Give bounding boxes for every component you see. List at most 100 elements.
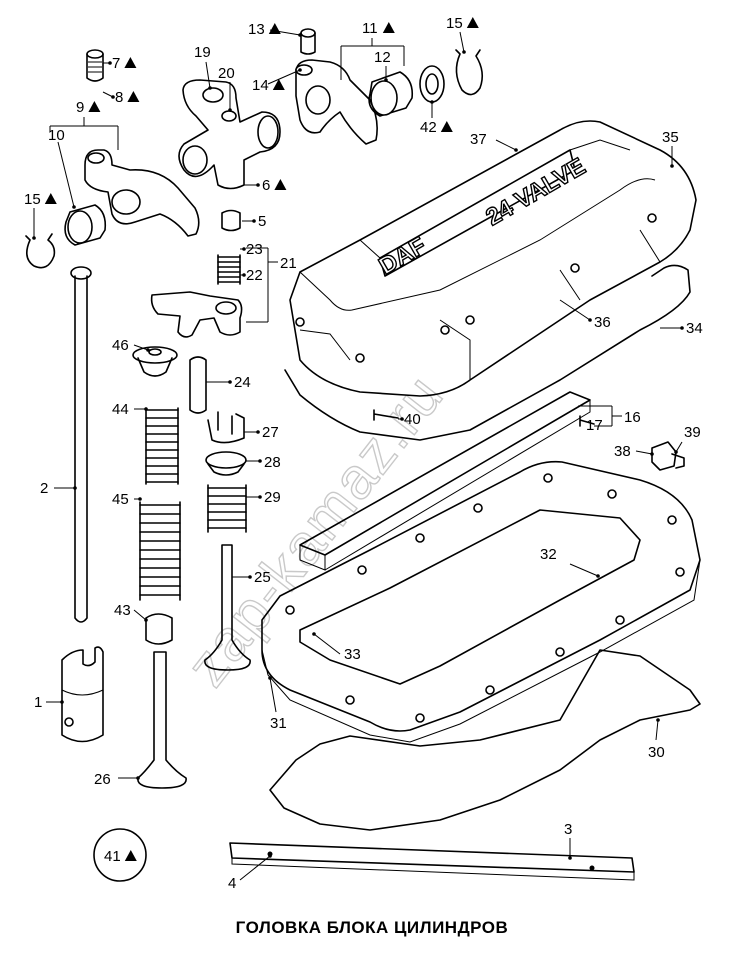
callout-dot-12 — [384, 78, 388, 82]
callout-leader-14 — [267, 69, 301, 85]
valve-cover-gasket-part — [284, 264, 691, 441]
callout-dot-34 — [680, 326, 684, 330]
rocker-shaft-pedestal-part — [178, 79, 281, 190]
callout-dot-3 — [568, 856, 572, 860]
exhaust-valve-spring-part — [207, 484, 247, 533]
cylinder-head-frame-part — [261, 460, 701, 743]
callout-dot-22 — [242, 273, 246, 277]
callout-label-28: 28 — [264, 454, 281, 471]
callout-dot-23 — [242, 247, 246, 251]
callout-dot-26 — [136, 776, 140, 780]
callout-dot-20 — [228, 108, 232, 112]
callout-leader-37 — [495, 139, 517, 151]
callout-dot-30 — [656, 718, 660, 722]
triangle-marker-icon — [466, 17, 479, 28]
callout-label-5: 5 — [258, 213, 266, 230]
callout-dot-1 — [60, 700, 64, 704]
head-strip-part — [229, 842, 635, 881]
callout-dot-36 — [588, 318, 592, 322]
callout-labels: 1234567891011121314151516171920212223242… — [24, 15, 703, 892]
callout-leader-33 — [313, 633, 341, 655]
callout-label-6: 6 — [262, 177, 270, 194]
outer-valve-spring-part — [139, 501, 181, 601]
callout-leader-43 — [133, 609, 147, 621]
callout-dot-29 — [258, 495, 262, 499]
callout-label-35: 35 — [662, 129, 679, 146]
callout-label-20: 20 — [218, 65, 235, 82]
callout-label-33: 33 — [344, 646, 361, 663]
callout-leader-46 — [133, 344, 149, 351]
callout-leader-15b — [459, 31, 465, 53]
callout-dot-31 — [268, 676, 272, 680]
tappet-part — [61, 646, 104, 743]
callout-label-37: 37 — [470, 131, 487, 148]
callout-label-17: 17 — [586, 417, 603, 434]
callout-dot-44 — [144, 407, 148, 411]
reference-circle — [93, 828, 147, 882]
triangle-marker-icon — [127, 91, 140, 102]
callout-dot-25 — [248, 575, 252, 579]
callout-label-1: 1 — [34, 694, 42, 711]
callout-dot-32 — [596, 574, 600, 578]
callout-dot-43 — [144, 618, 148, 622]
callout-label-24: 24 — [234, 374, 251, 391]
exhaust-valve-part — [204, 544, 251, 671]
triangle-marker-icon — [44, 193, 57, 204]
callout-label-29: 29 — [264, 489, 281, 506]
callout-label-13: 13 — [248, 21, 265, 38]
rocker-arm-left-part — [84, 149, 200, 237]
triangle-marker-icon — [88, 101, 101, 112]
rocker-bushing-left-part — [64, 204, 107, 246]
callout-dot-46 — [146, 348, 150, 352]
callout-leader-19 — [205, 61, 211, 89]
inner-valve-spring-part — [145, 407, 179, 485]
callout-label-43: 43 — [114, 602, 131, 619]
callout-dot-28 — [258, 459, 262, 463]
callout-leader-30 — [655, 719, 659, 741]
callout-dot-40 — [400, 417, 404, 421]
diagram-caption: ГОЛОВКА БЛОКА ЦИЛИНДРОВ — [235, 918, 509, 937]
callout-label-39: 39 — [684, 424, 701, 441]
callout-dot-4 — [268, 854, 272, 858]
callout-label-21: 21 — [280, 255, 297, 272]
guide-pin-part — [189, 356, 207, 414]
valve-collets-part — [207, 411, 245, 444]
callout-label-14: 14 — [252, 77, 269, 94]
callout-label-27: 27 — [262, 424, 279, 441]
callout-leader-4 — [239, 855, 271, 881]
callout-dot-13 — [298, 33, 302, 37]
callout-label-38: 38 — [614, 443, 631, 460]
triangle-marker-icon — [274, 179, 287, 190]
triangle-marker-icon — [124, 57, 137, 68]
callout-label-15b: 15 — [446, 15, 463, 32]
callout-dot-39 — [674, 450, 678, 454]
rocker-bushing-right-part — [368, 71, 414, 117]
callout-label-26: 26 — [94, 771, 111, 788]
callout-label-3: 3 — [564, 821, 572, 838]
cover-screw-part — [373, 409, 399, 421]
callout-dot-24 — [228, 380, 232, 384]
callout-label-9: 9 — [76, 99, 84, 116]
callout-label-15a: 15 — [24, 191, 41, 208]
triangle-marker-icon — [382, 22, 395, 33]
callout-label-36: 36 — [594, 314, 611, 331]
valve-bridge-part — [150, 291, 243, 338]
callout-label-10: 10 — [48, 127, 65, 144]
callout-dot-14 — [298, 68, 302, 72]
callout-dot-10 — [72, 205, 76, 209]
small-spring-part — [217, 254, 241, 285]
callout-leader-39 — [675, 441, 683, 453]
triangle-marker-icon — [272, 79, 285, 90]
gasket-strip-part — [299, 391, 591, 571]
callout-dot-42 — [430, 100, 434, 104]
callout-label-19: 19 — [194, 44, 211, 61]
callout-label-40: 40 — [404, 411, 421, 428]
callout-label-44: 44 — [112, 401, 129, 418]
triangle-marker-icon — [124, 850, 137, 861]
triangle-marker-icon — [268, 23, 281, 34]
pushrod-part — [70, 266, 92, 623]
callout-label-16: 16 — [624, 409, 641, 426]
callout-label-31: 31 — [270, 715, 287, 732]
callout-leader-10 — [57, 141, 75, 208]
